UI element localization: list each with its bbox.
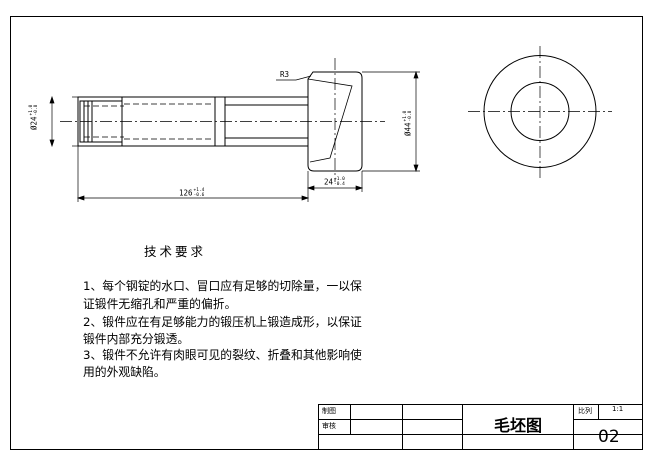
dim-head-length-tol-upper: +1.0 — [334, 177, 345, 182]
radius-label: R3 — [280, 70, 290, 79]
requirements-line: 锻件内部充分锻透。 — [83, 332, 190, 346]
title-block-drawing-number: 02 — [598, 427, 620, 447]
title-block-scale-value: 1:1 — [612, 405, 624, 413]
dim-total-length — [76, 146, 310, 202]
dim-total-length-tol-lower: -0.6 — [193, 192, 205, 198]
dim-head-length — [306, 171, 364, 202]
title-block-grid — [318, 404, 643, 450]
requirements-title: 技术要求 — [144, 244, 207, 259]
requirements-line: 2、锻件应在有足够能力的锻压机上锻造成形，以保证 — [83, 315, 362, 329]
dim-large-diameter-label: Ø44+1.0-0.8 — [403, 110, 413, 136]
dim-total-length-value: 126 — [179, 188, 193, 198]
dim-small-diameter-tol-lower: -0.8 — [33, 104, 39, 116]
dim-large-diameter — [362, 70, 420, 173]
dim-head-length-value: 24 — [324, 177, 334, 187]
requirements-line: 3、锻件不允许有肉眼可见的裂纹、折叠和其他影响使 — [83, 348, 362, 362]
title-block-drawn-label: 制图 — [322, 407, 336, 415]
shaft-hidden-lines — [84, 103, 214, 140]
side-view — [483, 55, 597, 168]
center-lines — [60, 46, 612, 182]
dim-head-length-tol-lower: -0.4 — [334, 181, 345, 187]
requirements-line: 用的外观缺陷。 — [83, 365, 166, 379]
dim-small-diameter — [49, 95, 78, 148]
dim-small-diameter-value: Ø24 — [29, 116, 39, 130]
title-block-part-name: 毛坯图 — [494, 416, 543, 435]
dim-total-length-tol-upper: +1.4 — [193, 188, 205, 193]
dim-large-diameter-value: Ø44 — [403, 122, 413, 136]
shaft-front-view — [77, 71, 363, 172]
title-block-scale-label: 比列 — [578, 407, 592, 415]
radius-leader — [276, 75, 312, 81]
dim-head-length-label: 24+1.0-0.4 — [324, 177, 345, 187]
dim-total-length-label: 126+1.4-0.6 — [179, 188, 205, 198]
drawing-border — [10, 16, 643, 450]
dim-large-diameter-tol-lower: -0.8 — [407, 110, 413, 122]
dim-small-diameter-label: Ø24+1.0-0.8 — [29, 104, 39, 130]
title-block-review-label: 审核 — [322, 422, 336, 430]
requirements-line: 1、每个钢锭的水口、冒口应有足够的切除量，一以保 — [83, 279, 362, 293]
requirements-line: 证锻件无缩孔和严重的偏折。 — [83, 297, 237, 311]
